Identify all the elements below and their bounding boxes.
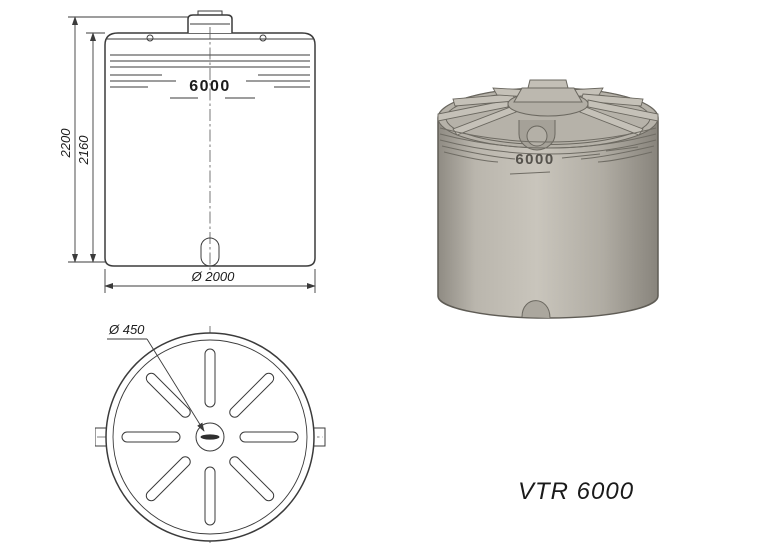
dim-overall-height: 2200 bbox=[58, 16, 79, 263]
capacity-label-front: 6000 bbox=[189, 78, 231, 95]
shoulder-ribs bbox=[439, 127, 657, 175]
bottom-notch bbox=[521, 300, 551, 319]
capacity-label-3d: 6000 bbox=[515, 151, 554, 168]
radial-ribs bbox=[121, 348, 299, 526]
vent-cap-right bbox=[259, 34, 267, 42]
product-model-caption: VTR 6000 bbox=[518, 478, 635, 505]
dim-lid-diameter-label: Ø 450 bbox=[108, 322, 145, 337]
dim-body-height: 2160 bbox=[76, 32, 97, 263]
dim-overall-height-label: 2200 bbox=[58, 128, 73, 159]
rib-lines bbox=[110, 54, 310, 99]
iso-render-view: 6000 bbox=[437, 79, 659, 319]
inner-rim-circle bbox=[112, 339, 308, 535]
handle-recess bbox=[200, 237, 220, 267]
lid-hub bbox=[195, 422, 225, 452]
front-elevation-view: 6000 2200 2160 Ø 2000 bbox=[58, 10, 316, 293]
dome-fins bbox=[437, 87, 659, 136]
dome-cap bbox=[507, 79, 589, 117]
vent-cap-left bbox=[146, 34, 154, 42]
dim-diameter: Ø 2000 bbox=[104, 269, 316, 290]
dim-body-height-label: 2160 bbox=[76, 135, 91, 166]
dim-lid-diameter: Ø 450 bbox=[107, 322, 205, 432]
manhole-pocket bbox=[518, 120, 556, 151]
top-plan-view: Ø 450 bbox=[95, 322, 326, 544]
dim-diameter-label: Ø 2000 bbox=[191, 269, 235, 284]
lid-front bbox=[187, 10, 233, 33]
tank-body-outline bbox=[104, 32, 316, 267]
